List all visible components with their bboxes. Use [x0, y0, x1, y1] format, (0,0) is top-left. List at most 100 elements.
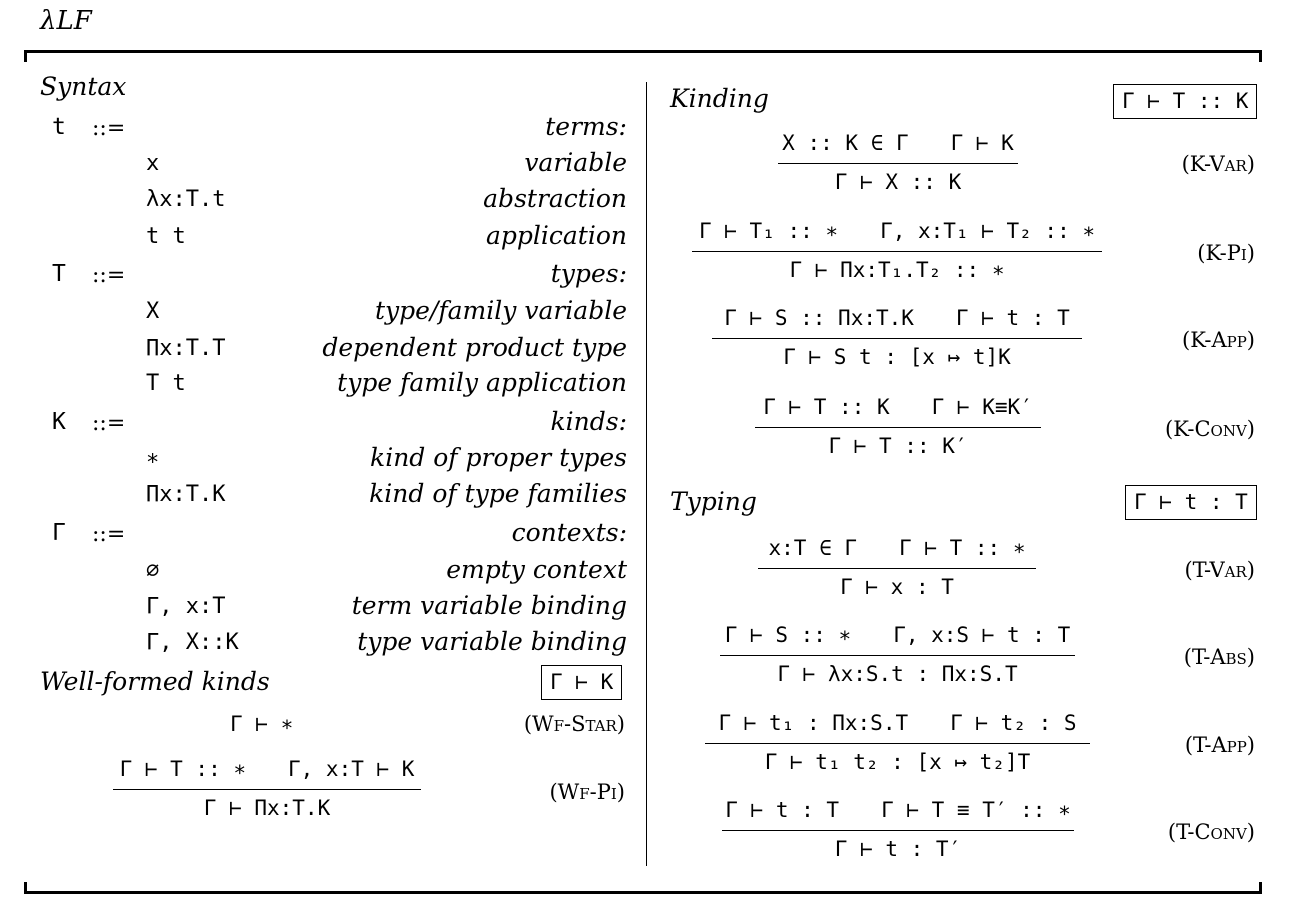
premise: Γ ⊢ T :: K [763, 395, 890, 419]
terms-category: terms: [545, 112, 627, 141]
frame-bottom-rule [24, 891, 1262, 894]
production-description: type/family variable [375, 296, 627, 325]
production-description: variable [524, 148, 627, 177]
kinding-judgment-box: Γ ⊢ T :: K [1113, 84, 1258, 119]
premise: Γ ⊢ t₂ : S [950, 711, 1077, 735]
rule-name: (T-Var) [1184, 558, 1255, 582]
production-form: ∗ [146, 446, 160, 471]
rule-conclusion: Γ ⊢ X :: K [834, 170, 962, 194]
syntax-heading: Syntax [40, 72, 127, 101]
kinds-category: kinds: [550, 407, 627, 436]
premise: Γ ⊢ K≡K′ [931, 395, 1033, 419]
premise: Γ ⊢ T :: ∗ [899, 536, 1026, 560]
production-description: dependent product type [322, 333, 627, 362]
rule-name: (Wf-Star) [523, 712, 625, 736]
inference-line [720, 655, 1075, 656]
premise: Γ ⊢ T₁ :: ∗ [698, 219, 839, 243]
rule-t-app: Γ ⊢ t₁ : Πx:S.T Γ ⊢ t₂ : S Γ ⊢ t₁ t₂ : [x… [705, 708, 1090, 777]
rule-t-var: x:T ∈ Γ Γ ⊢ T :: ∗ Γ ⊢ x : T [758, 533, 1036, 602]
production-description: abstraction [483, 184, 627, 213]
rule-conclusion: Γ ⊢ λx:S.t : Πx:S.T [777, 662, 1018, 686]
rule-t-abs: Γ ⊢ S :: ∗ Γ, x:S ⊢ t : T Γ ⊢ λx:S.t : Πx… [720, 620, 1075, 689]
frame-bottom-left-tick [24, 882, 27, 894]
types-category: types: [550, 259, 627, 288]
rule-premises: Γ ⊢ T :: ∗ Γ, x:T ⊢ K [113, 754, 421, 784]
premise: Γ ⊢ t₁ : Πx:S.T [718, 711, 909, 735]
premise: Γ ⊢ t : T [955, 306, 1070, 330]
contexts-category: contexts: [511, 518, 627, 547]
figure-title: λLF [40, 6, 92, 36]
frame-top-rule [24, 50, 1262, 53]
premise: Γ, x:T ⊢ K [288, 757, 415, 781]
contexts-defs: ::= [92, 522, 126, 547]
rule-name: (T-App) [1184, 733, 1255, 757]
rule-premises: Γ ⊢ S :: Πx:T.K Γ ⊢ t : T [712, 303, 1082, 333]
production-description: type family application [337, 368, 627, 397]
production-description: kind of proper types [370, 443, 627, 472]
premise: Γ ⊢ t : T [725, 798, 840, 822]
types-defs: ::= [92, 263, 126, 288]
inference-line [755, 427, 1041, 428]
inference-line [692, 251, 1102, 252]
premise: Γ, x:S ⊢ t : T [893, 623, 1071, 647]
terms-defs: ::= [92, 116, 126, 141]
inference-line [778, 163, 1018, 164]
inference-line [113, 789, 421, 790]
premise: x:T ∈ Γ [768, 536, 858, 560]
production-form: ∅ [146, 558, 160, 583]
production-form: X [146, 299, 160, 324]
rule-premises: Γ ⊢ S :: ∗ Γ, x:S ⊢ t : T [720, 620, 1075, 650]
production-description: kind of type families [369, 479, 627, 508]
rule-axiom-conclusion: Γ ⊢ ∗ [230, 712, 294, 736]
rule-name: (K-Conv) [1165, 417, 1255, 441]
production-description: type variable binding [357, 627, 627, 656]
terms-nonterminal: t [52, 114, 66, 140]
rule-name: (Wf-Pi) [549, 780, 625, 804]
premise: X :: K ∈ Γ [782, 131, 909, 155]
rule-premises: Γ ⊢ T :: K Γ ⊢ K≡K′ [755, 392, 1041, 422]
production-description: empty context [446, 555, 627, 584]
rule-name: (K-Var) [1181, 152, 1255, 176]
wellformed-judgment-box: Γ ⊢ K [541, 665, 623, 700]
production-form: λx:T.t [146, 187, 226, 212]
rule-premises: Γ ⊢ T₁ :: ∗ Γ, x:T₁ ⊢ T₂ :: ∗ [692, 216, 1102, 246]
frame-top-left-tick [24, 50, 27, 62]
inference-line [722, 830, 1074, 831]
premise: Γ, x:T₁ ⊢ T₂ :: ∗ [880, 219, 1095, 243]
production-form: Πx:T.K [146, 482, 226, 507]
premise: Γ ⊢ T ≡ T′ :: ∗ [881, 798, 1071, 822]
typing-judgment-box: Γ ⊢ t : T [1125, 485, 1257, 520]
kinds-nonterminal: K [52, 409, 66, 435]
premise: Γ ⊢ S :: ∗ [724, 623, 852, 647]
production-form: t t [146, 224, 186, 249]
inference-line [758, 568, 1036, 569]
rule-name: (K-Pi) [1197, 241, 1255, 265]
rule-name: (T-Abs) [1183, 645, 1255, 669]
rule-premises: Γ ⊢ t₁ : Πx:S.T Γ ⊢ t₂ : S [705, 708, 1090, 738]
rule-conclusion: Γ ⊢ x : T [840, 575, 954, 599]
rule-k-pi: Γ ⊢ T₁ :: ∗Γ, x:T₁ ⊢ T₂ :: ∗ Γ ⊢ Πx:T₁.T… [692, 216, 1102, 285]
rule-premises: Γ ⊢ t : T Γ ⊢ T ≡ T′ :: ∗ [722, 795, 1074, 825]
rule-conclusion: Γ ⊢ t : T′ [834, 837, 962, 861]
types-nonterminal: T [52, 261, 66, 287]
frame-bottom-right-tick [1259, 882, 1262, 894]
wellformed-heading: Well-formed kinds [40, 667, 270, 696]
kinding-heading: Kinding [670, 84, 769, 113]
rule-conclusion: Γ ⊢ Πx:T.K [203, 796, 331, 820]
premise: Γ ⊢ S :: Πx:T.K [724, 306, 914, 330]
production-form: x [146, 151, 160, 176]
inference-line [712, 338, 1082, 339]
premise: Γ ⊢ T :: ∗ [119, 757, 246, 781]
production-form: Πx:T.T [146, 336, 226, 361]
rule-t-conv: Γ ⊢ t : T Γ ⊢ T ≡ T′ :: ∗ Γ ⊢ t : T′ [722, 795, 1074, 864]
typing-heading: Typing [670, 487, 757, 516]
kinds-defs: ::= [92, 411, 126, 436]
rule-conclusion: Γ ⊢ t₁ t₂ : [x ↦ t₂]T [764, 750, 1031, 774]
rule-k-conv: Γ ⊢ T :: K Γ ⊢ K≡K′ Γ ⊢ T :: K′ [755, 392, 1041, 461]
inference-line [705, 743, 1090, 744]
rule-name: (K-App) [1182, 328, 1255, 352]
production-form: Γ, x:T [146, 594, 226, 619]
rule-conclusion: Γ ⊢ T :: K′ [828, 434, 968, 458]
